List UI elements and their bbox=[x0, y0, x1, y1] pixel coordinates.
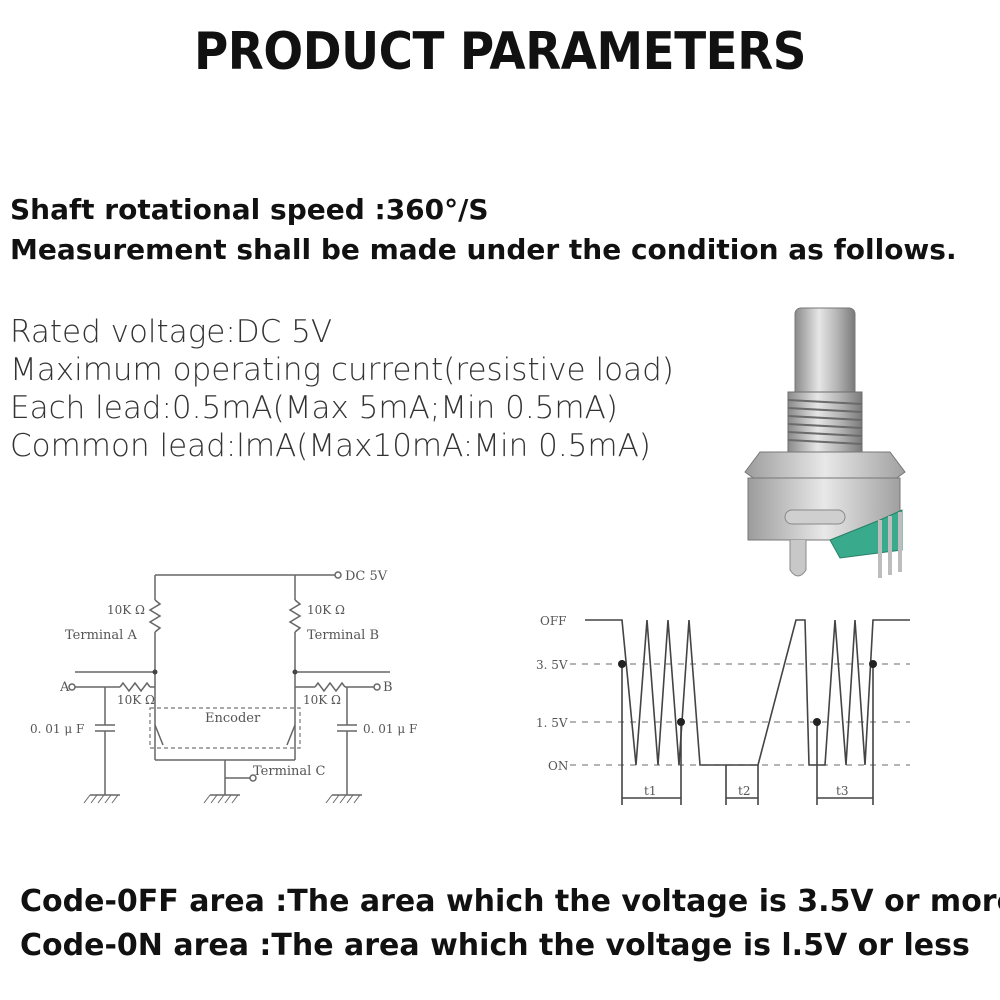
spec-rated-voltage: Rated voltage:DC 5V bbox=[10, 314, 333, 350]
encoder-label: Encoder bbox=[205, 711, 261, 726]
output-waveform-diagram: OFF 3. 5V 1. 5V ON t1 t2 t3 bbox=[536, 614, 910, 805]
terminal-b-label: Terminal B bbox=[307, 628, 379, 643]
shaft-speed-line: Shaft rotational speed :360°/S bbox=[10, 193, 489, 226]
code-off-area-line: Code-0FF area :The area which the voltag… bbox=[20, 884, 1000, 919]
t3-label: t3 bbox=[836, 784, 848, 798]
level-3-5v-label: 3. 5V bbox=[536, 658, 568, 672]
measurement-condition-line: Measurement shall be made under the cond… bbox=[10, 233, 957, 266]
terminal-a-label: Terminal A bbox=[65, 628, 137, 643]
input-a-label: A bbox=[59, 680, 70, 695]
code-on-area-line: Code-0N area :The area which the voltage… bbox=[20, 928, 970, 963]
resistor-a-label: 10K Ω bbox=[107, 603, 145, 617]
page-title: PRODUCT PARAMETERS bbox=[193, 22, 807, 82]
t2-label: t2 bbox=[738, 784, 750, 798]
capacitor-b-label: 0. 01 μ F bbox=[363, 722, 417, 736]
encoder-circuit-diagram: DC 5V 10K Ω Terminal A 10K Ω Terminal B … bbox=[30, 569, 417, 804]
on-level-label: ON bbox=[548, 759, 568, 773]
supply-label: DC 5V bbox=[345, 569, 388, 584]
series-resistor-a-label: 10K Ω bbox=[117, 693, 155, 707]
series-resistor-b-label: 10K Ω bbox=[303, 693, 341, 707]
rotary-encoder-photo bbox=[744, 307, 906, 578]
capacitor-a-label: 0. 01 μ F bbox=[30, 722, 84, 736]
spec-max-current: Maximum operating current(resistive load… bbox=[10, 352, 674, 388]
level-1-5v-label: 1. 5V bbox=[536, 716, 568, 730]
resistor-b-label: 10K Ω bbox=[307, 603, 345, 617]
terminal-c-label: Terminal C bbox=[253, 764, 325, 779]
off-level-label: OFF bbox=[540, 614, 567, 628]
spec-common-lead: Common lead:lmA(Max10mA:Min 0.5mA) bbox=[10, 428, 651, 464]
input-b-label: B bbox=[383, 680, 393, 695]
spec-each-lead: Each lead:0.5mA(Max 5mA;Min 0.5mA) bbox=[10, 390, 618, 426]
t1-label: t1 bbox=[644, 784, 656, 798]
